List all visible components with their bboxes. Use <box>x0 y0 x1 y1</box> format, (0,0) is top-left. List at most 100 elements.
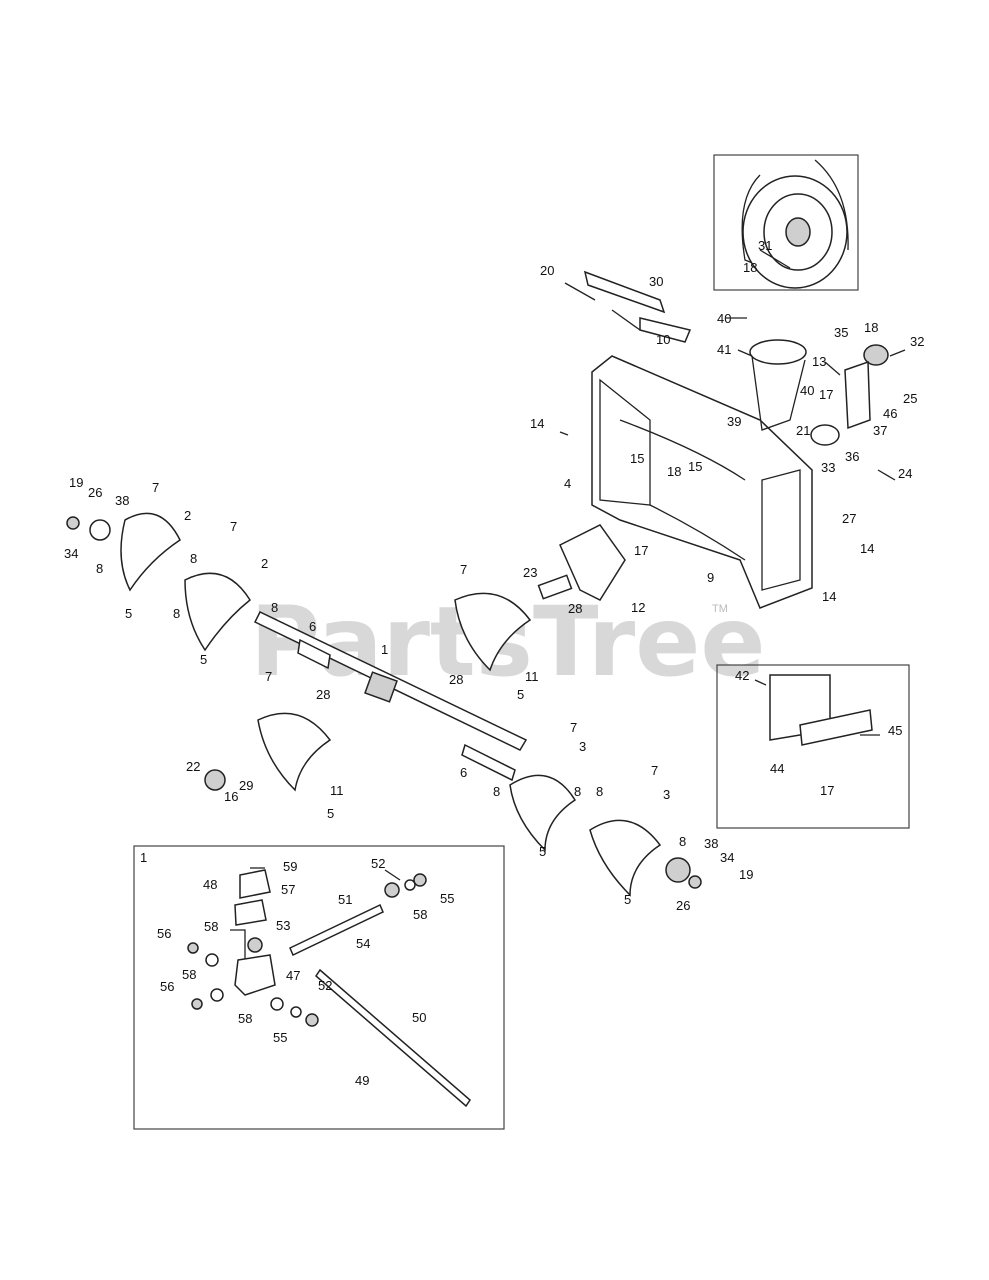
callout-35: 35 <box>834 325 848 340</box>
callout-56: 56 <box>157 926 171 941</box>
leader-lines <box>250 282 906 881</box>
callout-58: 58 <box>204 919 218 934</box>
callout-25: 25 <box>903 391 917 406</box>
callout-19: 19 <box>69 475 83 490</box>
callout-34: 34 <box>64 546 78 561</box>
callout-5: 5 <box>624 892 631 907</box>
callout-28: 28 <box>316 687 330 702</box>
callout-52: 52 <box>371 856 385 871</box>
callout-7: 7 <box>570 720 577 735</box>
callout-29: 29 <box>239 778 253 793</box>
auger-blades <box>120 512 662 897</box>
callout-55: 55 <box>273 1030 287 1045</box>
callout-27: 27 <box>842 511 856 526</box>
callout-10: 10 <box>656 332 670 347</box>
callout-16: 16 <box>224 789 238 804</box>
hardware-bits <box>66 516 702 889</box>
chute-crank <box>583 270 692 343</box>
callout-11: 11 <box>330 783 344 798</box>
callout-5: 5 <box>517 687 524 702</box>
callout-13: 13 <box>812 354 826 369</box>
callout-8: 8 <box>190 551 197 566</box>
callout-19: 19 <box>739 867 753 882</box>
callout-8: 8 <box>271 600 278 615</box>
callout-5: 5 <box>200 652 207 667</box>
callout-55: 55 <box>440 891 454 906</box>
callout-7: 7 <box>152 480 159 495</box>
chute-flange <box>749 339 807 431</box>
callout-8: 8 <box>574 784 581 799</box>
callout-8: 8 <box>596 784 603 799</box>
callout-12: 12 <box>631 600 645 615</box>
callout-8: 8 <box>493 784 500 799</box>
callout-28: 28 <box>449 672 463 687</box>
callout-7: 7 <box>460 562 467 577</box>
callout-53: 53 <box>276 918 290 933</box>
callout-52: 52 <box>318 978 332 993</box>
callout-38: 38 <box>704 836 718 851</box>
callout-15: 15 <box>630 451 644 466</box>
callout-1: 1 <box>381 642 388 657</box>
callout-57: 57 <box>281 882 295 897</box>
callout-48: 48 <box>203 877 217 892</box>
callout-4: 4 <box>564 476 571 491</box>
callout-14: 14 <box>822 589 836 604</box>
callout-51: 51 <box>338 892 352 907</box>
callout-45: 45 <box>888 723 902 738</box>
callout-5: 5 <box>327 806 334 821</box>
callout-18: 18 <box>667 464 681 479</box>
callout-20: 20 <box>540 263 554 278</box>
callout-32: 32 <box>910 334 924 349</box>
callout-40: 40 <box>800 383 814 398</box>
auger-housing <box>591 355 813 609</box>
callout-14: 14 <box>860 541 874 556</box>
callout-7: 7 <box>230 519 237 534</box>
callout-58: 58 <box>182 967 196 982</box>
callout-3: 3 <box>579 739 586 754</box>
callout-8: 8 <box>679 834 686 849</box>
housing-detail-drawing <box>741 159 849 289</box>
callout-58: 58 <box>238 1011 252 1026</box>
pulley-and-bracket <box>810 344 889 446</box>
auger-shaft <box>253 611 528 782</box>
callout-54: 54 <box>356 936 370 951</box>
callout-44: 44 <box>770 761 784 776</box>
callout-31: 31 <box>758 238 772 253</box>
callout-14: 14 <box>530 416 544 431</box>
callout-11: 11 <box>525 669 539 684</box>
callout-labels: 19 26 38 7 2 34 8 5 8 8 7 2 5 8 6 7 28 1… <box>64 238 924 1088</box>
callout-26: 26 <box>88 485 102 500</box>
callout-34: 34 <box>720 850 734 865</box>
callout-49: 49 <box>355 1073 369 1088</box>
callout-6: 6 <box>460 765 467 780</box>
callout-47: 47 <box>286 968 300 983</box>
callout-28: 28 <box>568 601 582 616</box>
callout-5: 5 <box>125 606 132 621</box>
callout-24: 24 <box>898 466 912 481</box>
callout-42: 42 <box>735 668 749 683</box>
callout-17: 17 <box>819 387 833 402</box>
callout-33: 33 <box>821 460 835 475</box>
callout-2: 2 <box>184 508 191 523</box>
callout-5: 5 <box>539 844 546 859</box>
callout-22: 22 <box>186 759 200 774</box>
inset-box-top-right <box>713 154 859 291</box>
inset-gearbox-number: 1 <box>140 850 147 865</box>
callout-17: 17 <box>634 543 648 558</box>
callout-21: 21 <box>796 423 810 438</box>
callout-7: 7 <box>651 763 658 778</box>
callout-50: 50 <box>412 1010 426 1025</box>
callout-30: 30 <box>649 274 663 289</box>
callout-37: 37 <box>873 423 887 438</box>
callout-36: 36 <box>845 449 859 464</box>
callout-9: 9 <box>707 570 714 585</box>
callout-26: 26 <box>676 898 690 913</box>
callout-8: 8 <box>96 561 103 576</box>
callout-58: 58 <box>413 907 427 922</box>
callout-41: 41 <box>717 342 731 357</box>
callout-23: 23 <box>523 565 537 580</box>
callout-7: 7 <box>265 669 272 684</box>
callout-40: 40 <box>717 311 731 326</box>
shave-plate-drawing <box>769 674 873 746</box>
